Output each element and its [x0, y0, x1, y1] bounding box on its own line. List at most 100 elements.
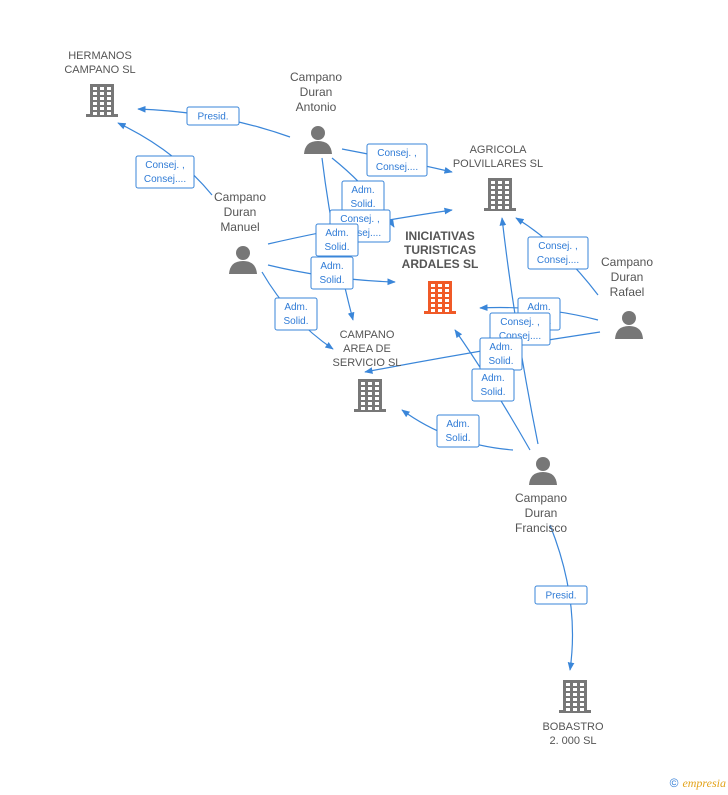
edge-label-text: Adm.: [527, 302, 550, 313]
edge-label-text: Consej. ,: [500, 317, 539, 328]
edge-label-manuel-agricola[interactable]: Adm. Solid.: [315, 223, 359, 257]
edge-manuel-to-hermanos: [117, 122, 213, 196]
edge-labels-layer: Presid.Consej. ,Consej....Consej. ,Conse…: [135, 106, 589, 605]
edge-label-text: Solid.: [350, 199, 375, 210]
edge-label-text: Solid.: [445, 433, 470, 444]
node-label-line: CAMPANO: [340, 329, 395, 341]
node-label-line: Manuel: [220, 220, 259, 234]
edge-label-text: Adm.: [446, 419, 469, 430]
edge-label-text: Adm.: [320, 261, 343, 272]
edge-label-box: [186, 106, 240, 126]
edge-label-text: Solid.: [283, 316, 308, 327]
node-label-line: 2. 000 SL: [549, 735, 596, 747]
edge-label-text: Consej....: [144, 174, 186, 185]
brand-initial: e: [682, 776, 688, 790]
edge-label-francisco-bobastro[interactable]: Presid.: [534, 585, 588, 605]
edge-label-box: [471, 368, 515, 402]
node-label-line: AREA DE: [343, 343, 391, 355]
node-label-line: BOBASTRO: [542, 721, 604, 733]
node-label-line: Campano: [601, 255, 653, 269]
edge-label-manuel-iniciativas[interactable]: Adm. Solid.: [310, 256, 354, 290]
node-area[interactable]: CAMPANO AREA DE SERVICIO SL: [333, 329, 402, 412]
edge-label-box: [534, 585, 588, 605]
node-label-line: TURISTICAS: [404, 243, 476, 257]
edge-label-text: Consej. ,: [340, 214, 379, 225]
node-label-line: Campano: [515, 491, 567, 505]
person-icon: [615, 311, 643, 339]
node-agricola[interactable]: AGRICOLA POLVILLARES SL: [453, 144, 543, 211]
edge-label-text: Adm.: [481, 373, 504, 384]
building-icon: [86, 84, 118, 117]
edge-label-box: [310, 256, 354, 290]
edge-label-text: Consej....: [339, 228, 381, 239]
building-icon: [424, 281, 456, 314]
brand-name: mpresia: [687, 776, 726, 790]
node-label-line: Duran: [224, 205, 257, 219]
person-icon: [304, 126, 332, 154]
node-label-line: SERVICIO SL: [333, 357, 402, 369]
edge-label-francisco-agricola[interactable]: Adm. Solid.: [479, 337, 523, 371]
edge-label-text: Consej....: [376, 162, 418, 173]
node-hermanos[interactable]: HERMANOS CAMPANO SL: [64, 50, 136, 117]
edge-label-text: Consej....: [537, 255, 579, 266]
edge-label-box: [315, 223, 359, 257]
node-label-line: Duran: [611, 270, 644, 284]
edge-label-antonio-hermanos[interactable]: Presid.: [186, 106, 240, 126]
edge-label-text: Adm.: [351, 185, 374, 196]
node-label-line: POLVILLARES SL: [453, 158, 543, 170]
edge-label-box: [527, 236, 589, 270]
edge-label-text: Consej. ,: [538, 241, 577, 252]
node-label-line: HERMANOS: [68, 50, 132, 62]
copyright-symbol: ©: [669, 776, 679, 790]
building-icon: [559, 680, 591, 713]
node-bobastro[interactable]: BOBASTRO 2. 000 SL: [542, 680, 604, 747]
edge-label-francisco-iniciativas[interactable]: Adm. Solid.: [471, 368, 515, 402]
edge-label-box: [366, 143, 428, 177]
edge-label-text: Consej. ,: [377, 148, 416, 159]
edge-label-text: Solid.: [319, 275, 344, 286]
building-icon: [354, 379, 386, 412]
node-label-line: CAMPANO SL: [64, 64, 135, 76]
node-label-line: INICIATIVAS: [405, 229, 475, 243]
edge-label-box: [274, 297, 318, 331]
empresia-logo: ©empresia: [670, 776, 726, 791]
edge-label-rafael-agricola[interactable]: Consej. , Consej....: [527, 236, 589, 270]
node-label-line: Campano: [290, 70, 342, 84]
edge-label-text: Presid.: [197, 112, 228, 123]
edge-label-text: Adm.: [284, 302, 307, 313]
building-icon: [484, 178, 516, 211]
edge-label-text: Solid.: [488, 356, 513, 367]
node-label-line: Duran: [300, 85, 333, 99]
edge-label-text: Consej....: [499, 331, 541, 342]
edge-label-text: Solid.: [324, 242, 349, 253]
nodes-layer: HERMANOS CAMPANO SL AGRICOLA POLVILLARES SL…: [64, 50, 653, 747]
edge-label-francisco-area[interactable]: Adm. Solid.: [436, 414, 480, 448]
node-label-line: Francisco: [515, 521, 567, 535]
node-label-line: Rafael: [610, 285, 645, 299]
edge-label-manuel-area[interactable]: Adm. Solid.: [274, 297, 318, 331]
edge-label-antonio-iniciativas[interactable]: Adm. Solid.: [341, 180, 385, 214]
person-icon: [229, 246, 257, 274]
edge-label-text: Solid.: [480, 387, 505, 398]
node-label-line: AGRICOLA: [470, 144, 528, 156]
node-label-line: Campano: [214, 190, 266, 204]
edge-label-rafael-area[interactable]: Consej. , Consej....: [489, 312, 551, 346]
edge-label-text: Consej. ,: [145, 160, 184, 171]
edge-label-text: Adm.: [489, 342, 512, 353]
edge-label-antonio-agricola[interactable]: Consej. , Consej....: [366, 143, 428, 177]
edge-label-manuel-hermanos[interactable]: Consej. , Consej....: [135, 155, 195, 189]
person-icon: [529, 457, 557, 485]
node-label-line: ARDALES SL: [402, 257, 479, 271]
node-label-line: Antonio: [296, 100, 337, 114]
edge-label-box: [436, 414, 480, 448]
node-label-line: Duran: [525, 506, 558, 520]
edge-label-text: Adm.: [325, 228, 348, 239]
edge-label-box: [135, 155, 195, 189]
edge-label-text: Presid.: [545, 591, 576, 602]
